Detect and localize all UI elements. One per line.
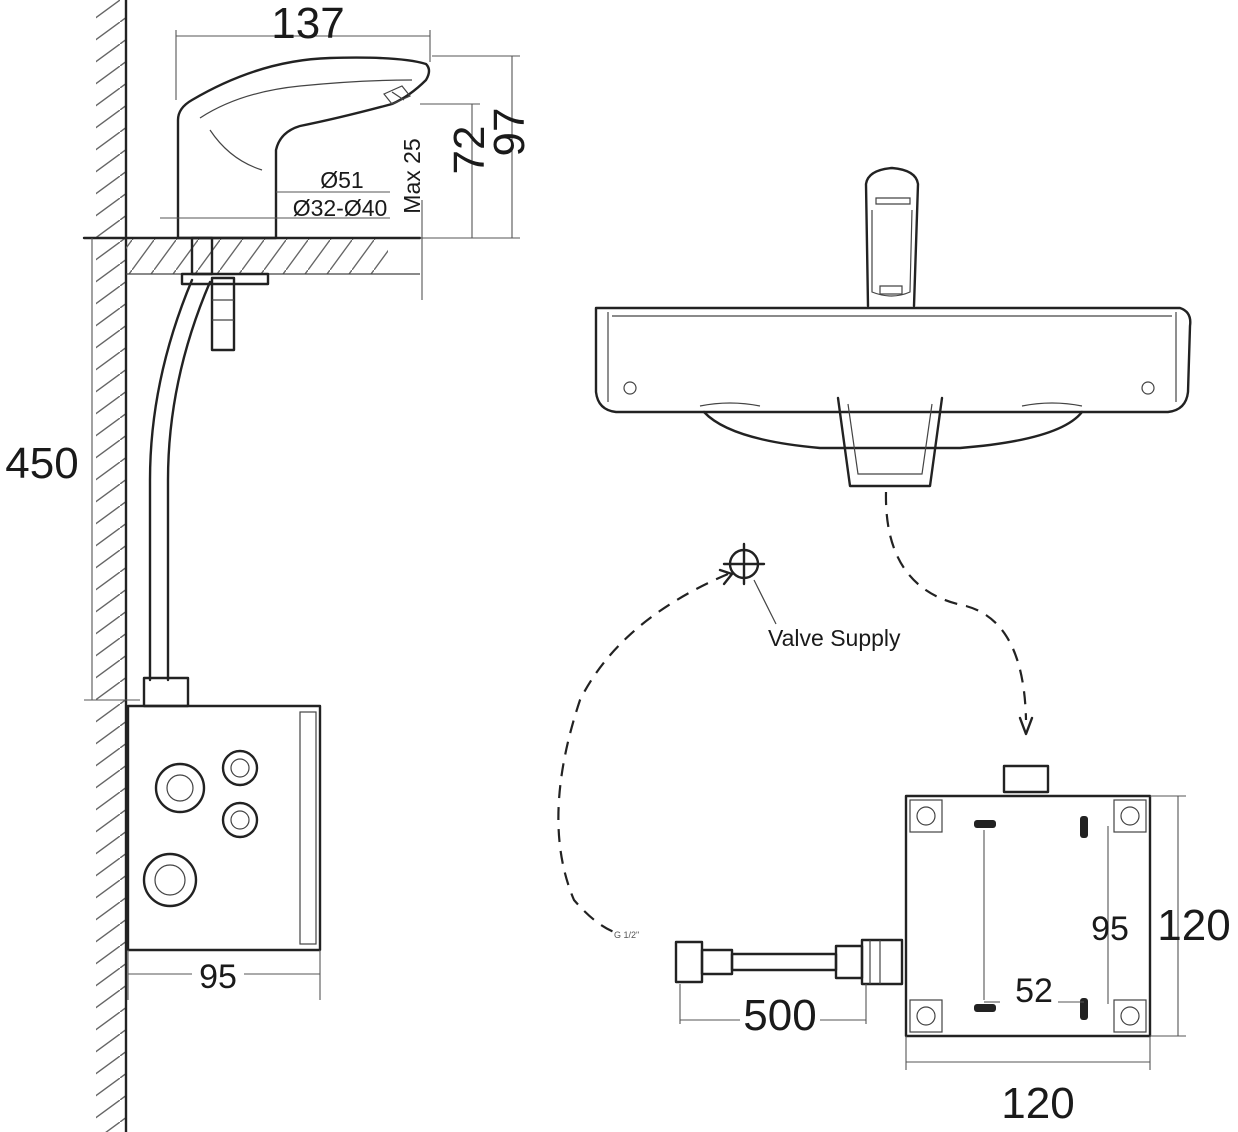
under-basin-unit <box>836 396 944 488</box>
dim-137: 137 <box>271 0 344 48</box>
flex-hose <box>148 278 194 682</box>
dim-diameter-51: Ø51 <box>320 167 363 193</box>
dim-120-width: 120 <box>1001 1079 1074 1128</box>
dim-72: 72 <box>445 126 494 175</box>
dim-450: 450 <box>5 439 78 488</box>
dim-max-25: Max 25 <box>399 138 425 213</box>
box-fittings <box>142 749 259 908</box>
front-view: Valve Supply G 1/2" <box>557 166 1231 1128</box>
faucet-front-outline <box>864 166 920 308</box>
box-corner-screws <box>909 799 1147 1033</box>
dim-diameter-32-40: Ø32-Ø40 <box>293 195 388 221</box>
dim-95-front: 95 <box>1091 910 1129 948</box>
basin-outline <box>594 306 1192 414</box>
valve-supply-icon <box>722 542 766 586</box>
control-box-side <box>126 704 322 952</box>
mounting-slots <box>974 816 1088 1020</box>
dimension-lines-front <box>679 795 1186 1070</box>
hose-connector <box>142 676 190 708</box>
dim-97: 97 <box>485 108 534 157</box>
countertop-hatching <box>126 238 388 274</box>
dim-500: 500 <box>743 991 816 1040</box>
dim-120-height: 120 <box>1157 901 1230 950</box>
control-box-front <box>904 794 1152 1038</box>
sensor-cable-dashed <box>884 491 1028 721</box>
side-view: 137 72 97 Max 25 Ø51 Ø32-Ø40 450 95 <box>5 0 534 1132</box>
dim-95-side: 95 <box>199 958 237 996</box>
supply-line-dashed <box>557 572 729 936</box>
dim-52: 52 <box>1015 972 1053 1010</box>
faucet-side-outline <box>176 56 431 240</box>
inlet-fitting <box>1002 764 1050 794</box>
thread-label: G 1/2" <box>614 930 639 940</box>
supply-hose <box>674 938 904 986</box>
wall-hatching <box>96 0 126 1132</box>
valve-supply-label: Valve Supply <box>768 625 901 651</box>
dimension-lines-side <box>84 30 520 1000</box>
